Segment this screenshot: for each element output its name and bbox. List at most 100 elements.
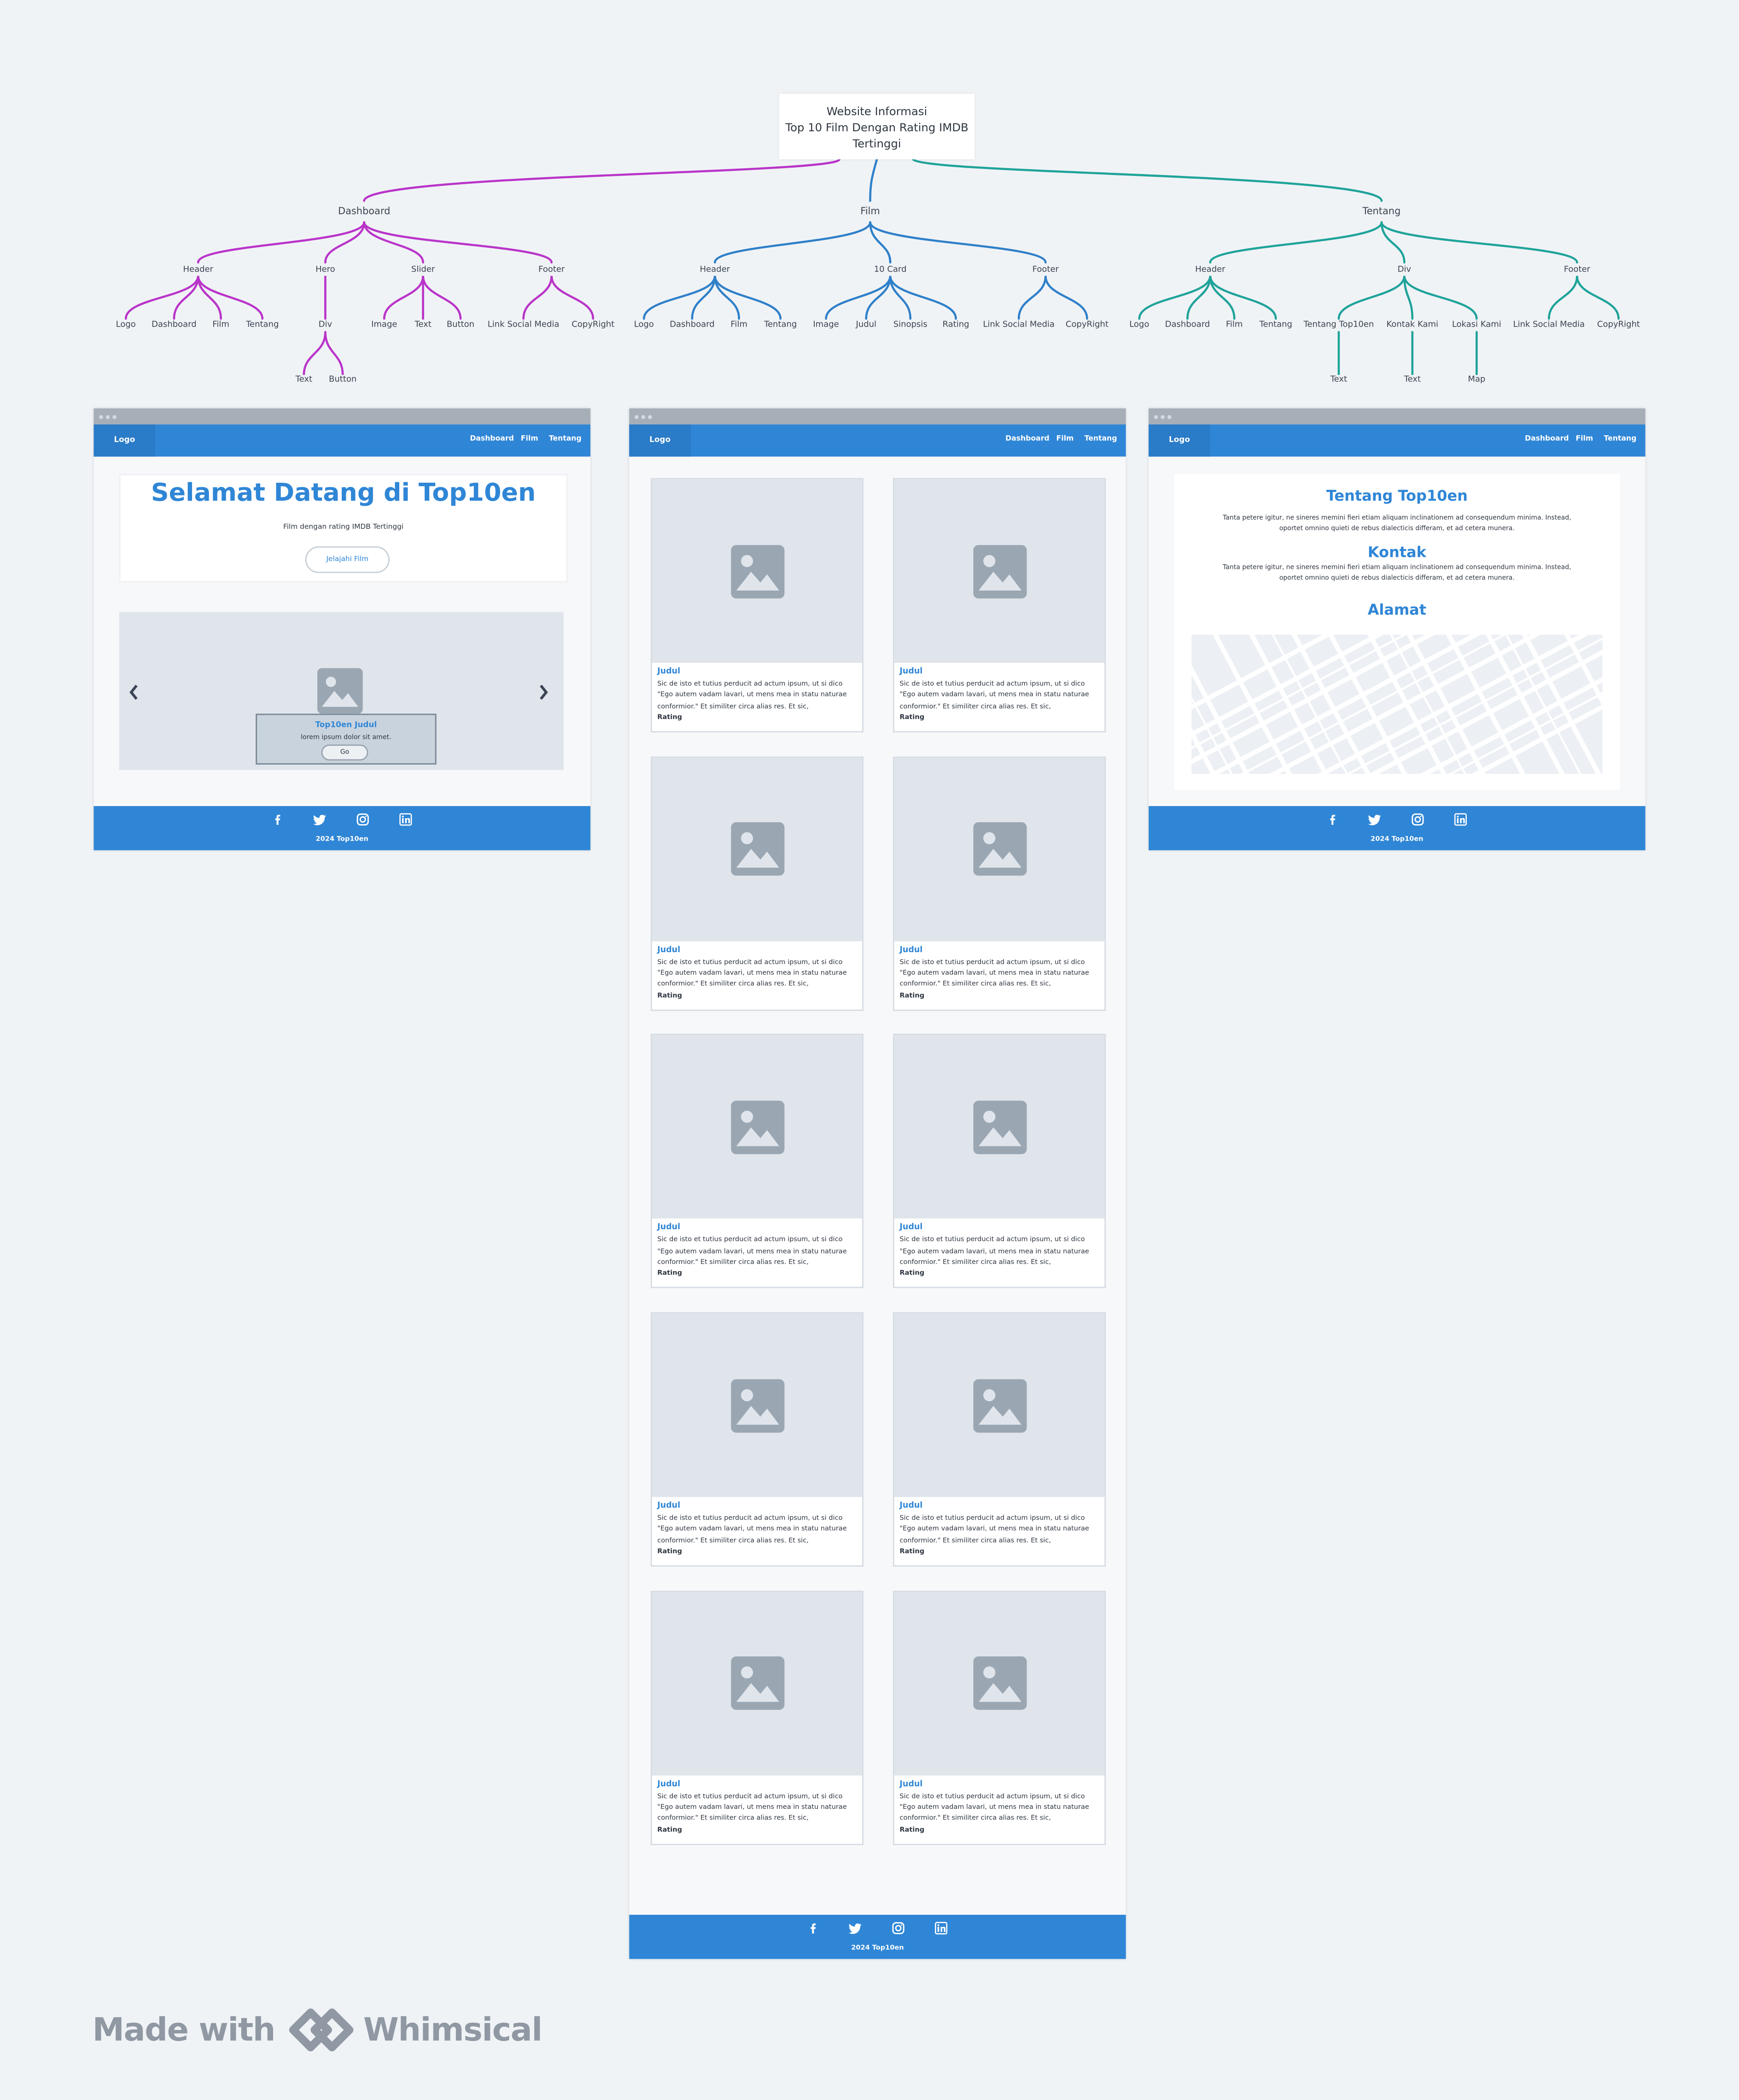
map[interactable] — [1191, 634, 1603, 774]
node-film[interactable]: Film — [859, 205, 881, 217]
instagram-icon[interactable] — [892, 1921, 905, 1935]
node-slider-button[interactable]: Button — [445, 320, 476, 331]
node-tentang-header[interactable]: Header — [1194, 265, 1227, 276]
film-card-rating: Rating — [899, 1826, 925, 1834]
node-tentang-text[interactable]: Text — [1329, 374, 1348, 386]
node-film-nav-dashboard[interactable]: Dashboard — [668, 320, 716, 331]
film-card-synopsis: Sic de isto et tutius perducit ad actum … — [657, 1792, 847, 1823]
facebook-icon[interactable] — [272, 813, 285, 826]
slide-text: lorem ipsum dolor sit amet. — [301, 733, 391, 742]
linkedin-icon[interactable] — [934, 1921, 948, 1935]
twitter-icon[interactable] — [313, 813, 327, 826]
node-tentang-logo[interactable]: Logo — [1128, 320, 1151, 331]
chevron-right-icon[interactable] — [538, 684, 549, 700]
node-dashboard-logo[interactable]: Logo — [114, 320, 137, 331]
node-card-rating[interactable]: Rating — [941, 320, 971, 331]
window-dot — [1154, 414, 1158, 419]
node-lokasi-map[interactable]: Map — [1466, 374, 1487, 386]
node-tentang-top10en[interactable]: Tentang Top10en — [1302, 320, 1376, 331]
instagram-icon[interactable] — [356, 813, 369, 826]
browser-chrome — [93, 408, 590, 425]
node-film-footer[interactable]: Footer — [1031, 265, 1060, 276]
node-card-image[interactable]: Image — [811, 320, 840, 331]
nav-link-film[interactable]: Film — [520, 435, 538, 444]
node-card-sinopsis[interactable]: Sinopsis — [892, 320, 929, 331]
node-tentang-copyright[interactable]: CopyRight — [1596, 320, 1641, 331]
nav-link-tentang[interactable]: Tentang — [1084, 435, 1117, 444]
node-dashboard-footer[interactable]: Footer — [537, 265, 566, 276]
node-film-nav-tentang[interactable]: Tentang — [763, 320, 799, 331]
twitter-icon[interactable] — [848, 1921, 862, 1935]
node-film-social[interactable]: Link Social Media — [981, 320, 1056, 331]
node-film-header[interactable]: Header — [698, 265, 731, 276]
node-dashboard-social[interactable]: Link Social Media — [486, 320, 561, 331]
node-tentang-nav-film[interactable]: Film — [1224, 320, 1244, 331]
node-dashboard-header[interactable]: Header — [181, 265, 215, 276]
node-dashboard-nav-film[interactable]: Film — [211, 320, 231, 331]
node-tentang-nav-dashboard[interactable]: Dashboard — [1163, 320, 1212, 331]
node-dashboard-nav-dashboard[interactable]: Dashboard — [150, 320, 198, 331]
node-film-cards[interactable]: 10 Card — [872, 265, 908, 276]
facebook-icon[interactable] — [1327, 813, 1340, 826]
node-tentang-div[interactable]: Div — [1396, 265, 1413, 276]
sitemap-root[interactable]: Website Informasi Top 10 Film Dengan Rat… — [779, 94, 975, 159]
node-lokasi-kami[interactable]: Lokasi Kami — [1450, 320, 1503, 331]
film-card-title: Judul — [899, 1223, 923, 1233]
logo[interactable]: Logo — [1149, 424, 1210, 457]
linkedin-icon[interactable] — [1454, 813, 1467, 826]
nav-link-dashboard[interactable]: Dashboard — [1524, 435, 1569, 444]
node-film-copyright[interactable]: CopyRight — [1064, 320, 1110, 331]
twitter-icon[interactable] — [1368, 813, 1382, 826]
whimsical-watermark[interactable]: Made with Whimsical — [93, 2007, 543, 2053]
image-placeholder-icon — [972, 1378, 1027, 1433]
explore-films-button[interactable]: Jelajahi Film — [305, 546, 390, 573]
nav-link-dashboard[interactable]: Dashboard — [1005, 435, 1050, 444]
facebook-icon[interactable] — [807, 1921, 821, 1935]
node-slider-image[interactable]: Image — [370, 320, 399, 331]
nav-link-tentang[interactable]: Tentang — [1604, 435, 1637, 444]
slide-go-button[interactable]: Go — [321, 744, 368, 761]
linkedin-icon[interactable] — [399, 813, 412, 826]
node-dashboard[interactable]: Dashboard — [337, 205, 392, 217]
image-placeholder-icon — [730, 1100, 784, 1154]
node-slider-text[interactable]: Text — [413, 320, 433, 331]
node-dashboard-nav-tentang[interactable]: Tentang — [245, 320, 280, 331]
node-film-nav-film[interactable]: Film — [729, 320, 749, 331]
node-hero-div[interactable]: Div — [317, 320, 334, 331]
node-tentang-nav-tentang[interactable]: Tentang — [1258, 320, 1294, 331]
node-tentang-social[interactable]: Link Social Media — [1511, 320, 1587, 331]
chevron-left-icon[interactable] — [128, 684, 139, 700]
node-card-judul[interactable]: Judul — [854, 320, 878, 331]
footer: 2024 Top10en — [1149, 806, 1646, 850]
image-placeholder-icon — [730, 1378, 784, 1433]
node-kontak-kami[interactable]: Kontak Kami — [1385, 320, 1440, 331]
node-tentang[interactable]: Tentang — [1361, 205, 1402, 217]
hero-subtitle: Film dengan rating IMDB Tertinggi — [283, 523, 404, 532]
nav-link-film[interactable]: Film — [1576, 435, 1593, 444]
node-dashboard-copyright[interactable]: CopyRight — [570, 320, 616, 331]
nav-link-tentang[interactable]: Tentang — [549, 435, 582, 444]
node-dashboard-hero[interactable]: Hero — [314, 265, 337, 276]
node-hero-text[interactable]: Text — [294, 374, 314, 386]
nav-link-film[interactable]: Film — [1056, 435, 1074, 444]
film-card-synopsis: Sic de isto et tutius perducit ad actum … — [657, 958, 847, 989]
node-dashboard-slider[interactable]: Slider — [410, 265, 437, 276]
node-film-logo[interactable]: Logo — [632, 320, 655, 331]
instagram-icon[interactable] — [1411, 813, 1424, 826]
node-kontak-text[interactable]: Text — [1402, 374, 1422, 386]
logo[interactable]: Logo — [93, 424, 156, 457]
nav-link-dashboard[interactable]: Dashboard — [470, 435, 514, 444]
node-hero-button[interactable]: Button — [327, 374, 358, 386]
logo[interactable]: Logo — [629, 424, 691, 457]
node-tentang-footer[interactable]: Footer — [1562, 265, 1592, 276]
